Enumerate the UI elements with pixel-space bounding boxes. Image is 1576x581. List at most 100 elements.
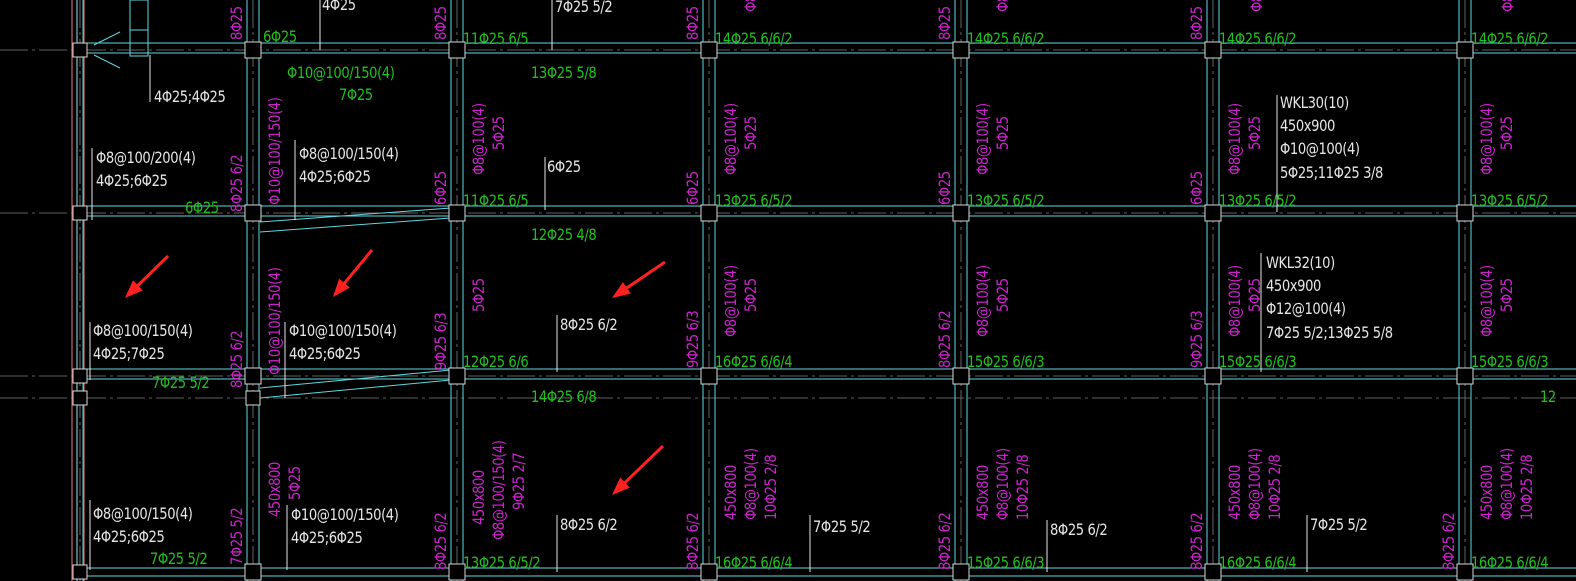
label-r3-v4-a: 450x800 [1226,465,1245,520]
label-wkl32-3: Φ12@100(4) [1266,300,1346,319]
label-c1-7: 7Φ25 [339,86,373,105]
column-node [952,367,970,385]
label-r1-vc-1: 6Φ25 [684,171,703,205]
label-r1-v4-a: Φ8@100(4) [1226,103,1245,175]
label-r1-v2-a: Φ8@100(4) [722,103,741,175]
label-r3-w3: 8Φ25 6/2 [1050,521,1107,540]
column-node [1456,367,1474,385]
label-c1-vert-stir: Φ10@100/150(4) [266,98,285,205]
column-node [244,41,262,59]
red-arrow-head [612,477,630,495]
label-r2-left-green: 7Φ25 5/2 [152,374,209,393]
label-r3-b3: 15Φ25 6/6/3 [967,554,1044,573]
label-r3-vc-4: 8Φ25 6/2 [1188,513,1207,570]
label-r2-c1-stir: Φ10@100/150(4) [289,322,396,341]
label-left-white-3: 4Φ25;6Φ25 [96,172,168,191]
detail-box [129,0,149,31]
label-c1-white-2: 4Φ25;6Φ25 [299,168,371,187]
column-node [952,563,970,581]
label-top-v-3: 8Φ25 [684,6,703,40]
label-r2-v2-a: Φ8@100(4) [722,265,741,337]
label-r1-v5-a: Φ8@100(4) [1478,103,1497,175]
label-r2-c1-vert: Φ10@100/150(4) [266,268,285,375]
label-r3-c1-bars: 4Φ25;6Φ25 [291,529,363,548]
label-r2-vc-2: 9Φ25 6/3 [684,311,703,368]
column-node [448,367,466,385]
label-r1-b5: 13Φ25 6/5/2 [1471,192,1548,211]
label-top-v-1: 8Φ25 [228,6,247,40]
label-top-v-5: 8Φ25 [1188,6,1207,40]
column-node [448,204,466,222]
label-r3-left-bars: 4Φ25;6Φ25 [93,528,165,547]
red-arrow-shaft [338,249,374,290]
column-node [1204,367,1222,385]
label-r3-vc-2: 8Φ25 6/2 [684,513,703,570]
red-arrow-shaft [131,254,170,292]
label-r3-c1-v-c: 7Φ25 5/2 [228,508,247,565]
column-node [1456,563,1474,581]
column-node [700,204,718,222]
label-top-b5: 14Φ25 6/6/2 [1471,30,1548,49]
detail-line [93,31,121,46]
label-r1-v3-b: 5Φ25 [994,116,1013,150]
sloped-beam [259,379,452,399]
label-r3-v3-c: 10Φ25 2/8 [1014,455,1033,520]
column-node [72,205,88,221]
label-r3-b1: 13Φ25 6/5/2 [463,554,540,573]
label-wkl30-1: WKL30(10) [1280,94,1349,113]
column-node [244,204,262,222]
label-r2-vcol: 9Φ25 6/3 [432,313,451,370]
label-r3-v5-a: 450x800 [1478,465,1497,520]
label-r2-v4-a: Φ8@100(4) [1226,265,1245,337]
label-r1-v5-b: 5Φ25 [1498,116,1517,150]
label-r3-v5-c: 10Φ25 2/8 [1518,455,1537,520]
label-r1-vc-3: 6Φ25 [1188,171,1207,205]
column-node [1456,204,1474,222]
label-top-left-6: 6Φ25 [263,28,297,47]
label-r3-v1-c: 9Φ25 2/7 [510,453,529,510]
label-r3-vc-3: 8Φ25 6/2 [936,513,955,570]
label-wkl32-1: WKL32(10) [1266,254,1335,273]
label-r2-v3-a: Φ8@100(4) [974,265,993,337]
label-left-white-1: 4Φ25;4Φ25 [154,88,226,107]
label-r2-vc-4: 9Φ25 6/3 [1188,311,1207,368]
label-r3-v3-b: Φ8@100(4) [994,448,1013,520]
sloped-beam [259,207,452,223]
label-wkl30-3: Φ10@100(4) [1280,140,1360,159]
column-node [448,563,466,581]
label-r2-12: 12Φ25 4/8 [531,226,596,245]
column-node [1204,563,1222,581]
label-r3-12: 12 [1540,388,1556,407]
label-r3-v5-b: Φ8@100(4) [1498,448,1517,520]
label-top-b1: 11Φ25 6/5 [463,30,528,49]
label-r1-b1: 11Φ25 6/5 [463,192,528,211]
label-top-mag-3: Φ8 [1248,0,1267,12]
label-r3-c1-stir: Φ10@100/150(4) [291,506,398,525]
label-r2-b1: 12Φ25 6/6 [463,353,528,372]
column-node [1204,204,1222,222]
red-arrow-shaft [620,444,665,488]
label-top-white-1: 4Φ25 [322,0,356,14]
label-r1-13: 13Φ25 5/8 [531,64,596,83]
label-r3-mid: 8Φ25 6/2 [560,516,617,535]
label-top-mag-4: Φ8 [1499,0,1518,12]
label-r1-b2: 13Φ25 6/5/2 [715,192,792,211]
column-node [72,564,88,580]
column-node [244,367,262,385]
label-left-green-6: 6Φ25 [185,199,219,218]
red-arrow-shaft [620,260,666,293]
label-r2-v1: 5Φ25 [470,278,489,312]
detail-line [93,54,121,69]
label-r3-w4: 7Φ25 5/2 [1310,516,1367,535]
label-r2-b4: 15Φ25 6/6/3 [1219,353,1296,372]
label-r2-b5: 15Φ25 6/6/3 [1471,353,1548,372]
column-node [72,368,88,384]
label-r3-b5: 16Φ25 6/6/4 [1471,554,1548,573]
label-c1-vert-8: 8Φ25 6/2 [228,155,247,212]
label-r3-b4: 16Φ25 6/6/4 [1219,554,1296,573]
column-node [245,390,261,406]
label-r2-vc-3: 8Φ25 6/2 [936,311,955,368]
leader-lines [89,0,1308,572]
